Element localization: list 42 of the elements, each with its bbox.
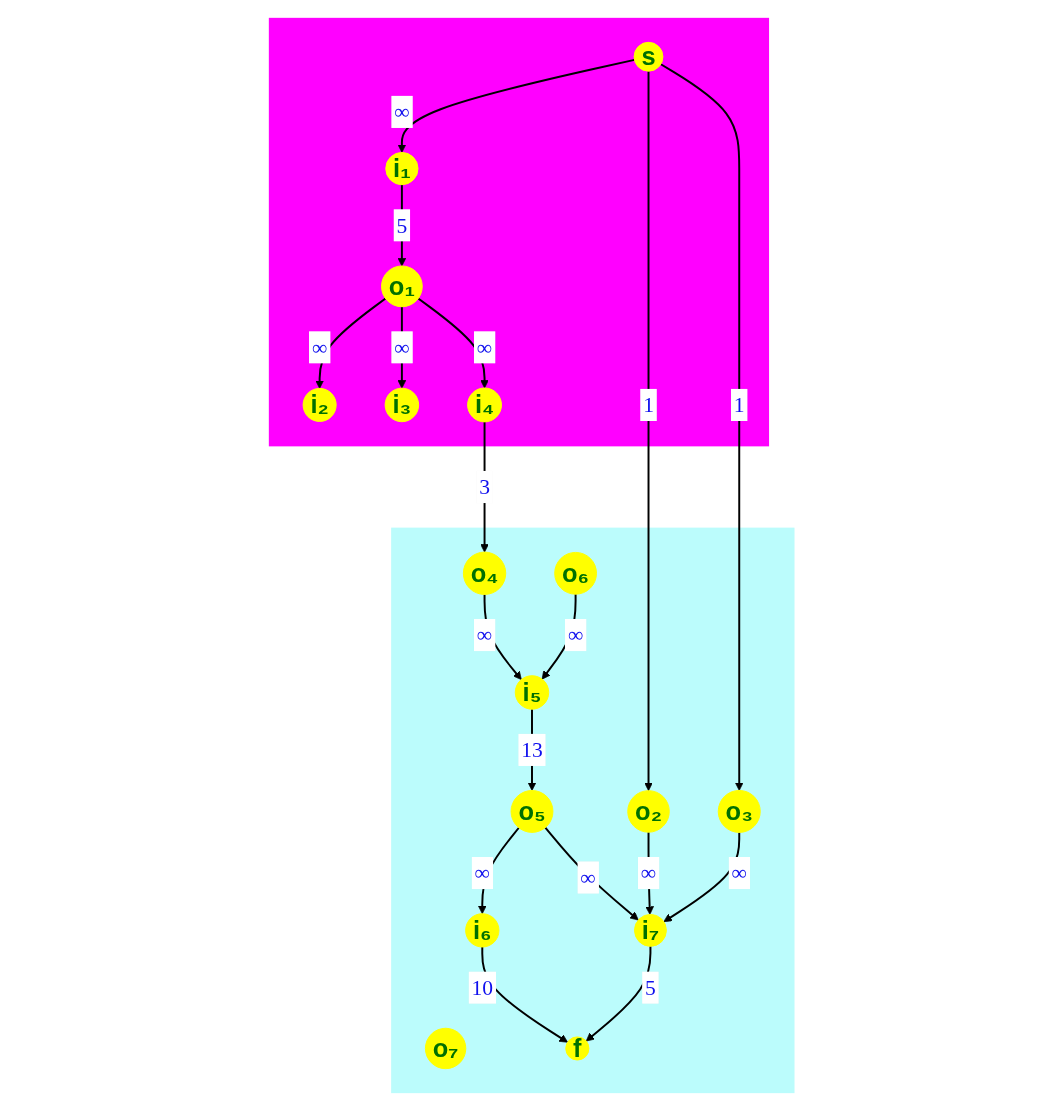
arrow	[586, 945, 652, 1042]
edge-label: ∞	[394, 335, 410, 360]
edge-label: 13	[521, 737, 544, 763]
edge-label: ∞	[394, 99, 410, 125]
edge-label: 3	[479, 474, 491, 500]
node-circle	[302, 387, 337, 422]
node-circle	[633, 41, 664, 72]
edge-label: ∞	[641, 860, 657, 886]
node-circle	[385, 151, 419, 186]
cluster	[269, 17, 770, 447]
node-circle	[718, 789, 762, 833]
node-circle	[627, 790, 671, 833]
node-circle	[384, 387, 420, 423]
edge-label: ∞	[568, 622, 584, 648]
arrow	[397, 58, 636, 153]
node-circle	[554, 551, 598, 595]
edge-label: 5	[645, 975, 657, 1000]
node-circle	[465, 913, 500, 948]
arrow	[663, 831, 741, 923]
edge-label: 1	[643, 392, 655, 418]
edge-label: ∞	[474, 860, 491, 886]
node-circle	[634, 913, 668, 947]
edge-label: 5	[396, 213, 408, 238]
arrow	[644, 70, 654, 792]
node-circle	[425, 1027, 467, 1070]
node-circle	[515, 675, 550, 710]
arrow	[544, 826, 639, 921]
cluster	[391, 527, 795, 1094]
edge-label: ∞	[580, 865, 597, 890]
node-circle	[565, 1036, 590, 1061]
edge-label: 1	[734, 392, 745, 418]
node-circle	[510, 790, 554, 833]
node-circle	[381, 265, 424, 308]
edge-label: ∞	[477, 622, 493, 648]
node-circle	[467, 387, 503, 423]
node-circle	[463, 551, 507, 595]
arrow	[660, 63, 744, 791]
edge-label: 10	[471, 975, 494, 1000]
edge-label: ∞	[477, 335, 493, 360]
flow-network-diagram: ∞ 5 ∞ ∞ ∞ 1 1 3 ∞ 13 ∞ ∞ ∞ ∞ ∞ 10 5 s i₁ o₁ i₂ i₃ i₄ o₂ o₃ o₄ i₅ o₅ i₆ o₆ i₇ o₇ f	[261, 10, 803, 1101]
edge-label: ∞	[731, 860, 748, 886]
edge-label: ∞	[312, 335, 328, 360]
